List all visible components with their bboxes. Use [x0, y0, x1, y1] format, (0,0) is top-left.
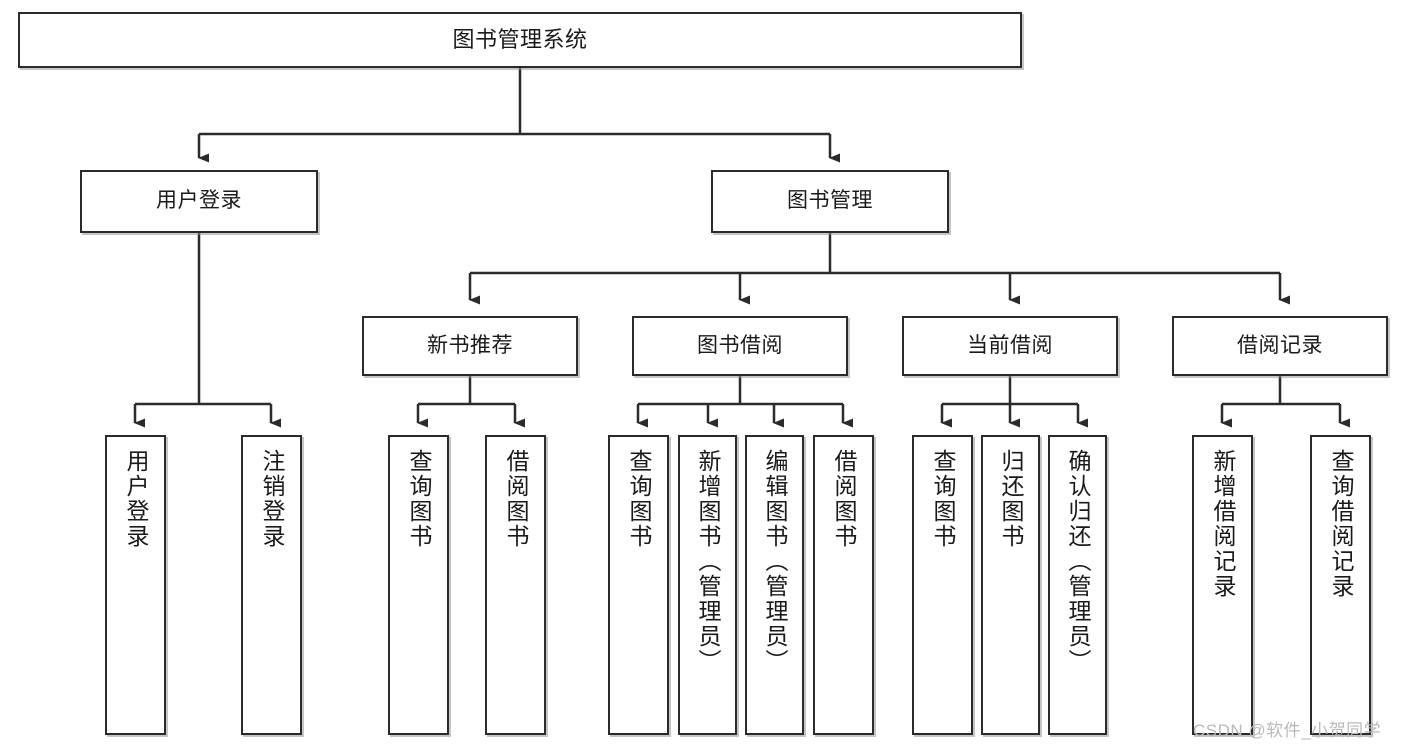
leaf-edit-book-admin[interactable]: 编辑图书（管理员） — [745, 435, 804, 735]
leaf-add-book-admin[interactable]: 新增图书（管理员） — [678, 435, 737, 735]
node-label: 借阅图书 — [503, 449, 529, 549]
node-label: 新增借阅记录 — [1210, 449, 1236, 599]
node-label: 查询图书 — [930, 449, 956, 549]
node-label: 图书管理 — [787, 189, 873, 213]
leaf-return-book[interactable]: 归还图书 — [981, 435, 1040, 735]
leaf-confirm-return-admin[interactable]: 确认归还（管理员） — [1048, 435, 1107, 735]
node-label: 当前借阅 — [967, 333, 1053, 357]
leaf-borrow-book-new-recommendation[interactable]: 借阅图书 — [485, 435, 546, 735]
node-user-login[interactable]: 用户登录 — [80, 170, 318, 233]
leaf-query-borrow-record[interactable]: 查询借阅记录 — [1310, 435, 1371, 735]
node-label: 编辑图书（管理员） — [762, 449, 788, 674]
node-label: 借阅图书 — [831, 449, 857, 549]
node-label: 图书管理系统 — [452, 27, 588, 53]
node-label: 借阅记录 — [1237, 333, 1323, 357]
node-root-book-management-system[interactable]: 图书管理系统 — [18, 12, 1022, 68]
node-current-borrow[interactable]: 当前借阅 — [902, 316, 1118, 376]
node-label: 查询图书 — [406, 449, 432, 549]
node-borrow-record[interactable]: 借阅记录 — [1172, 316, 1388, 376]
node-label: 用户登录 — [156, 189, 242, 213]
node-new-book-recommendation[interactable]: 新书推荐 — [362, 316, 578, 376]
leaf-add-borrow-record[interactable]: 新增借阅记录 — [1192, 435, 1253, 735]
node-label: 图书借阅 — [697, 333, 783, 357]
node-label: 归还图书 — [998, 449, 1024, 549]
csdn-watermark: CSDN @软件_小贺同学 — [1193, 721, 1382, 740]
node-label: 查询借阅记录 — [1328, 449, 1354, 599]
leaf-query-book-new-recommendation[interactable]: 查询图书 — [388, 435, 449, 735]
leaf-user-login[interactable]: 用户登录 — [105, 435, 166, 735]
node-label: 注销登录 — [259, 449, 285, 549]
node-label: 新书推荐 — [427, 333, 513, 357]
node-label: 用户登录 — [123, 449, 149, 549]
leaf-borrow-book[interactable]: 借阅图书 — [813, 435, 874, 735]
node-label: 新增图书（管理员） — [695, 449, 721, 674]
node-book-management[interactable]: 图书管理 — [711, 170, 949, 233]
leaf-query-book-borrow[interactable]: 查询图书 — [608, 435, 669, 735]
node-book-borrow[interactable]: 图书借阅 — [632, 316, 848, 376]
node-label: 查询图书 — [626, 449, 652, 549]
leaf-logout[interactable]: 注销登录 — [241, 435, 302, 735]
node-label: 确认归还（管理员） — [1065, 449, 1091, 674]
leaf-query-book-current[interactable]: 查询图书 — [912, 435, 973, 735]
